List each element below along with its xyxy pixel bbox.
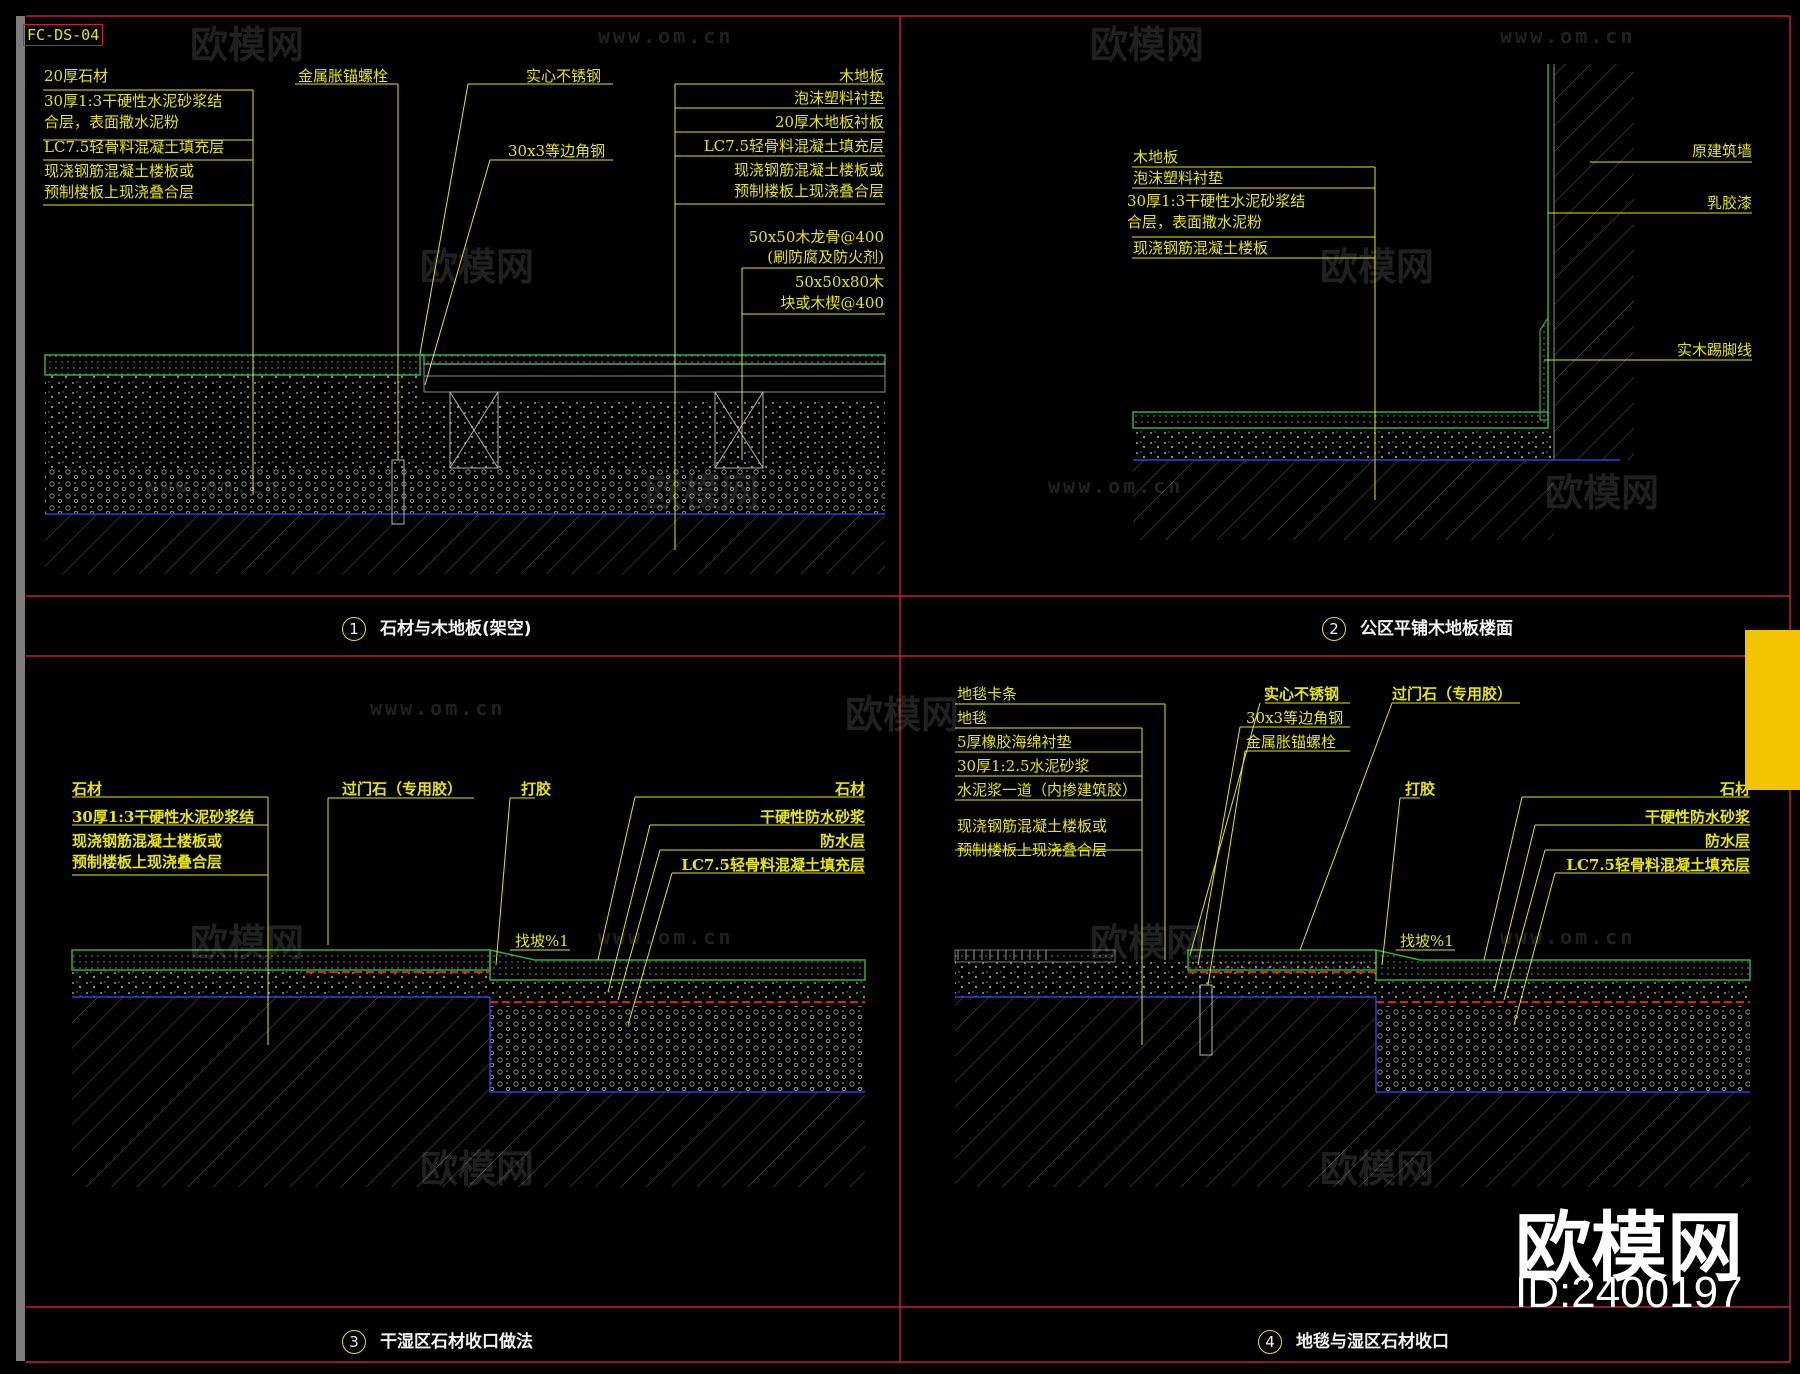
watermark-url: www.om.cn [145,474,281,498]
detail-number: 1 [342,617,366,641]
d1-left-label: 30厚1:3干硬性水泥砂浆结 [44,92,223,110]
watermark-brand: 欧模网 [420,245,535,289]
watermark-brand: 欧模网 [645,471,760,515]
d2-left-label: 木地板 [1133,148,1179,166]
d4-right-label: 石材 [1719,780,1750,798]
d1-keel-label: 50x50x80木 [794,273,884,291]
d4-right-label: 防水层 [1704,832,1750,850]
d1-angle-label: 30x3等边角钢 [508,142,606,160]
d1-steel-label: 实心不锈钢 [526,67,602,85]
d2-right-label: 原建筑墙 [1691,142,1752,160]
d2-right-label: 乳胶漆 [1706,194,1752,212]
d1-left-label: 20厚石材 [44,67,109,85]
d3-right-label: 防水层 [819,832,865,850]
d4-left-label: 30厚1:2.5水泥砂浆 [957,757,1090,775]
detail-2-caption: 2 公区平铺木地板楼面 [1322,614,1513,641]
detail-number: 4 [1258,1330,1282,1354]
brand-badge [1745,630,1800,790]
detail-title: 公区平铺木地板楼面 [1360,619,1513,639]
detail-number: 3 [342,1330,366,1354]
d1-left-label: 预制楼板上现浇叠合层 [44,183,195,201]
d1-keel-label: 50x50木龙骨@400 [748,228,884,246]
watermark-brand: 欧模网 [190,921,305,965]
watermark-brand: 欧模网 [1545,471,1660,515]
watermark-brand: 欧模网 [420,1147,535,1191]
d4-mid-label: 实心不锈钢 [1264,685,1340,703]
detail-1-drawing [43,83,886,574]
d4-left-label: 现浇钢筋混凝土楼板或 [957,817,1108,835]
watermark-brand: 欧模网 [1320,245,1435,289]
d1-bolt-label: 金属胀锚螺栓 [298,67,389,85]
watermark-brand: 欧模网 [1090,921,1205,965]
detail-4-caption: 4 地毯与湿区石材收口 [1258,1327,1449,1354]
watermark-url: www.om.cn [598,24,734,48]
d1-right-label: 20厚木地板衬板 [774,113,884,131]
watermark-brand: 欧模网 [190,23,305,67]
brand-watermark: 欧模网 [1515,1203,1743,1292]
d3-threshold-label: 过门石（专用胶） [342,780,463,798]
detail-4-drawing [954,702,1751,1187]
d4-left-label: 5厚橡胶海绵衬垫 [957,733,1072,751]
d1-left-label: 现浇钢筋混凝土楼板或 [44,162,195,180]
detail-3-caption: 3 干湿区石材收口做法 [342,1327,533,1354]
d3-right-label: 干硬性防水砂浆 [759,808,865,826]
sheet-code: FC-DS-04 [23,24,104,46]
d1-left-label: LC7.5轻骨料混凝土填充层 [44,138,225,156]
d3-right-label: 石材 [834,780,865,798]
watermark-brand: 欧模网 [845,693,960,737]
d2-left-label: 30厚1:3干硬性水泥砂浆结 [1127,192,1306,210]
d3-left-label: 预制楼板上现浇叠合层 [72,853,223,871]
watermark-url: www.om.cn [1048,474,1184,498]
detail-3-drawing [71,796,866,1187]
d1-keel-label: 块或木楔@400 [780,294,884,312]
d4-left-label: 地毯 [957,709,988,727]
watermark-url: www.om.cn [598,925,734,949]
brand-id: ID:2400197 [1515,1268,1743,1317]
d1-left-label: 合层，表面撒水泥粉 [44,113,180,131]
watermark-url: www.om.cn [1500,925,1636,949]
detail-1-caption: 1 石材与木地板(架空) [342,614,532,641]
detail-number: 2 [1322,617,1346,641]
d4-right-label: LC7.5轻骨料混凝土填充层 [1566,856,1750,874]
d1-right-label: 木地板 [838,67,884,85]
d3-right-label: LC7.5轻骨料混凝土填充层 [681,856,865,874]
d3-left-label: 现浇钢筋混凝土楼板或 [72,832,223,850]
detail-title: 石材与木地板(架空) [380,619,532,639]
d3-left-label: 石材 [72,780,103,798]
watermark-brand: 欧模网 [1320,1147,1435,1191]
d2-left-label: 现浇钢筋混凝土楼板 [1133,239,1269,257]
d4-threshold-label: 过门石（专用胶） [1392,685,1513,703]
d3-slope-label: 找坡%1 [515,932,569,950]
d1-right-label: LC7.5轻骨料混凝土填充层 [703,137,884,155]
d3-glue-label: 打胶 [521,780,552,798]
d1-right-label: 泡沫塑料衬垫 [793,89,884,107]
watermark-url: www.om.cn [1500,24,1636,48]
d2-left-label: 合层，表面撒水泥粉 [1127,213,1263,231]
d4-right-label: 干硬性防水砂浆 [1644,808,1750,826]
d3-left-label: 30厚1:3干硬性水泥砂浆结 [72,808,255,826]
d1-keel-label: (刷防腐及防火剂) [767,248,884,266]
d4-left-label: 水泥浆一道（内掺建筑胶） [957,781,1138,799]
watermark-url: www.om.cn [370,696,506,720]
detail-2-drawing [1132,64,1752,540]
watermark-brand: 欧模网 [1090,23,1205,67]
d2-left-label: 泡沫塑料衬垫 [1133,169,1224,187]
d4-mid-label: 30x3等边角钢 [1246,709,1344,727]
d4-left-label: 地毯卡条 [957,685,1018,703]
d1-right-label: 现浇钢筋混凝土楼板或 [733,161,884,179]
d4-slope-label: 找坡%1 [1400,932,1454,950]
detail-title: 干湿区石材收口做法 [380,1332,533,1352]
d2-right-label: 实木踢脚线 [1676,341,1752,359]
d4-mid-label: 金属胀锚螺栓 [1246,733,1337,751]
d1-right-label: 预制楼板上现浇叠合层 [733,182,884,200]
sheet-left-bar [16,16,25,1361]
d4-glue-label: 打胶 [1405,780,1436,798]
d4-left-label: 预制楼板上现浇叠合层 [957,841,1108,859]
detail-title: 地毯与湿区石材收口 [1296,1332,1449,1352]
panel-frame [26,15,1791,1363]
